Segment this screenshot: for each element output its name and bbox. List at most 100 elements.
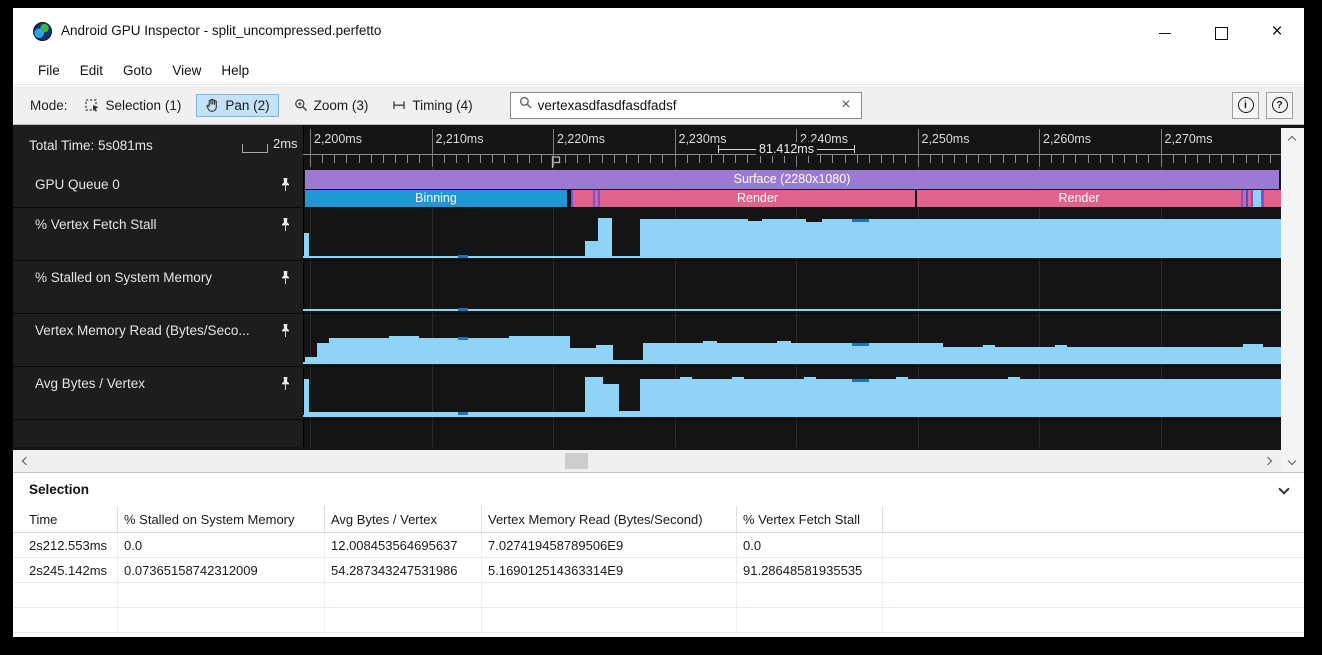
info-button[interactable]: i — [1232, 91, 1259, 119]
mode-label: Mode: — [30, 97, 68, 113]
mode-timing-button[interactable]: Timing (4) — [383, 94, 481, 117]
search-icon — [519, 96, 532, 114]
ruler-minor-tick — [1257, 155, 1259, 163]
mode-selection-button[interactable]: Selection (1) — [76, 94, 191, 117]
track-chart-stalled-system-memory[interactable] — [303, 261, 1281, 314]
track-chart-vertex-memory-read[interactable] — [303, 314, 1281, 367]
counter-area-segment — [309, 412, 585, 417]
span-slice[interactable] — [915, 190, 917, 207]
span-slice[interactable] — [567, 190, 571, 207]
span-render[interactable]: Render — [917, 190, 1241, 207]
span-slice[interactable] — [1264, 190, 1281, 207]
span-slice[interactable] — [1243, 190, 1246, 207]
timing-icon — [392, 98, 406, 112]
table-cell: 7.027419458789506E9 — [482, 533, 737, 558]
info-icon: i — [1237, 97, 1254, 113]
track-label-stalled-system-memory[interactable]: % Stalled on System Memory — [13, 261, 303, 314]
pin-icon[interactable] — [280, 270, 291, 290]
minimize-button[interactable] — [1158, 25, 1172, 39]
ruler-tick-label: 2,270ms — [1164, 132, 1213, 146]
pin-icon[interactable] — [280, 177, 291, 197]
pan-icon — [205, 98, 219, 112]
chevron-down-icon[interactable] — [1278, 483, 1290, 495]
mode-zoom-button[interactable]: Zoom (3) — [285, 94, 378, 117]
ruler-minor-tick — [686, 155, 688, 163]
ruler-tick-label: 2,220ms — [557, 132, 605, 146]
surface-span[interactable]: Surface (2280x1080) — [305, 170, 1279, 189]
track-label-vertex-fetch-stall[interactable]: % Vertex Fetch Stall — [13, 208, 303, 261]
menu-view[interactable]: View — [172, 62, 202, 78]
span-slice[interactable] — [1248, 190, 1251, 207]
table-cell: 0.0 — [118, 533, 325, 558]
ruler-minor-tick — [929, 155, 931, 163]
span-render[interactable]: Render — [600, 190, 915, 207]
horizontal-scrollbar-thumb[interactable] — [565, 453, 588, 469]
mode-zoom-label: Zoom (3) — [313, 97, 369, 113]
track-label-vertex-memory-read[interactable]: Vertex Memory Read (Bytes/Seco... — [13, 314, 303, 367]
table-row[interactable] — [13, 583, 1304, 608]
menu-goto[interactable]: Goto — [123, 62, 153, 78]
ruler-tick-label: 2,250ms — [921, 132, 970, 146]
search-clear-icon[interactable]: × — [841, 96, 851, 113]
ruler-minor-tick — [625, 155, 627, 163]
search-input[interactable] — [537, 97, 840, 113]
mode-pan-button[interactable]: Pan (2) — [196, 93, 279, 117]
scroll-right-icon[interactable] — [1263, 456, 1273, 466]
ruler-minor-tick — [419, 155, 421, 163]
track-label-avg-bytes-vertex[interactable]: Avg Bytes / Vertex — [13, 367, 303, 420]
pin-icon[interactable] — [280, 217, 291, 237]
help-button[interactable]: ? — [1266, 91, 1293, 119]
menu-help[interactable]: Help — [221, 62, 250, 78]
counter-area-segment — [816, 379, 896, 417]
scroll-up-icon[interactable] — [1287, 135, 1297, 145]
track-chart-vertex-fetch-stall[interactable] — [303, 208, 1281, 261]
counter-area-segment — [995, 346, 1055, 364]
horizontal-scrollbar[interactable] — [13, 450, 1281, 472]
pin-icon[interactable] — [280, 376, 291, 396]
span-slice[interactable] — [595, 190, 598, 207]
ruler-minor-tick — [1233, 155, 1235, 163]
span-slice[interactable] — [598, 190, 600, 207]
title-bar: Android GPU Inspector - split_uncompress… — [13, 8, 1304, 56]
close-button[interactable]: × — [1271, 21, 1283, 42]
menu-edit[interactable]: Edit — [79, 62, 104, 78]
span-slice[interactable] — [1261, 190, 1264, 207]
counter-area-segment — [732, 377, 744, 417]
ruler-minor-tick — [540, 155, 542, 163]
span-slice[interactable] — [1241, 190, 1243, 207]
toolbar: Mode: Selection (1) Pan (2) Zoom (3) Tim… — [13, 86, 1304, 125]
selected-sample-marker — [852, 342, 869, 346]
ruler-minor-tick — [1184, 155, 1186, 163]
pin-icon[interactable] — [280, 323, 291, 343]
ruler-minor-tick — [1075, 155, 1077, 163]
ruler-minor-tick — [1002, 155, 1004, 163]
span-slice[interactable] — [571, 190, 573, 207]
table-cell: 5.169012514363314E9 — [482, 558, 737, 583]
menu-file[interactable]: File — [38, 62, 60, 78]
ruler-minor-tick — [322, 155, 324, 163]
span-slice[interactable] — [573, 190, 593, 207]
track-row-vertex-memory-read: Vertex Memory Read (Bytes/Seco... — [13, 314, 1304, 367]
ruler-minor-tick — [1014, 155, 1016, 163]
scroll-down-icon[interactable] — [1287, 456, 1297, 466]
span-slice[interactable] — [1246, 190, 1248, 207]
scroll-left-icon[interactable] — [21, 456, 31, 466]
ruler-flag-icon[interactable] — [551, 155, 561, 168]
vertical-scrollbar[interactable] — [1281, 128, 1304, 472]
table-cell-filler — [883, 608, 1304, 633]
span-slice[interactable] — [593, 190, 595, 207]
menu-bar: File Edit Goto View Help — [13, 56, 1304, 85]
table-row[interactable] — [13, 608, 1304, 633]
span-binning[interactable]: Binning — [305, 190, 567, 207]
track-chart-avg-bytes-vertex[interactable] — [303, 367, 1281, 420]
ruler-minor-tick — [1026, 155, 1028, 163]
table-header-cell: Avg Bytes / Vertex — [325, 506, 482, 533]
maximize-button[interactable] — [1214, 25, 1228, 40]
track-label-gpu-queue-0[interactable]: GPU Queue 0 — [13, 168, 303, 208]
span-slice[interactable] — [1251, 190, 1253, 207]
span-slice[interactable] — [1253, 190, 1261, 207]
